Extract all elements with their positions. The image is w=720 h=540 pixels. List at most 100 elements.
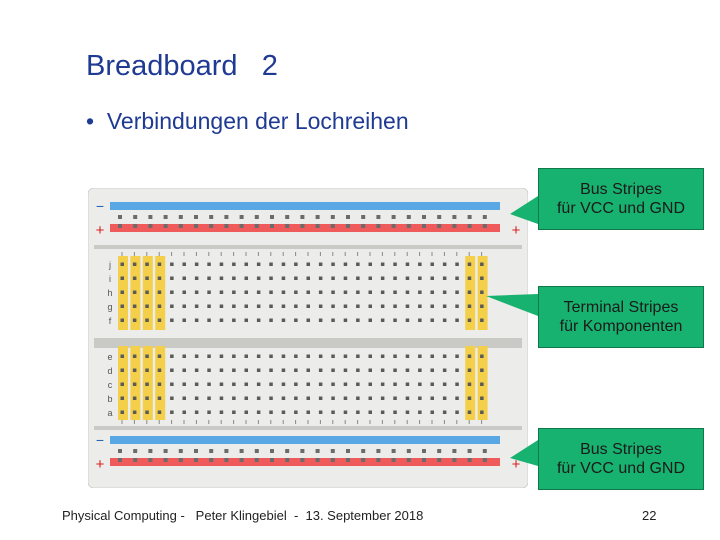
terminal-hole [232, 290, 236, 294]
terminal-hole [455, 290, 459, 294]
terminal-hole [120, 368, 124, 372]
rail-hole [452, 215, 457, 219]
terminal-hole [145, 318, 149, 322]
terminal-hole [269, 382, 273, 386]
callout-terminal-stripes: Terminal Stripes für Komponenten [538, 286, 704, 348]
rail-hole [376, 458, 381, 462]
terminal-hole [318, 368, 323, 372]
callout-line: Terminal Stripes [563, 299, 679, 316]
terminal-hole [455, 262, 459, 266]
rail-hole [163, 215, 168, 219]
terminal-hole [256, 396, 261, 400]
rail-hole [254, 215, 259, 219]
rail-hole [270, 458, 274, 462]
terminal-hole [467, 290, 472, 294]
terminal-hole [182, 290, 186, 294]
terminal-hole [455, 304, 459, 308]
terminal-hole [244, 290, 248, 294]
terminal-hole [294, 354, 298, 358]
rail-hole [224, 224, 229, 228]
terminal-hole [318, 276, 323, 280]
terminal-hole [393, 304, 397, 308]
terminal-hole [331, 262, 335, 266]
column-tick [406, 420, 408, 424]
terminal-hole [120, 318, 124, 322]
column-tick [468, 252, 470, 256]
terminal-hole [120, 262, 124, 266]
terminal-hole [207, 354, 211, 358]
terminal-hole [232, 354, 236, 358]
row-letter: a [107, 408, 112, 418]
terminal-hole [480, 382, 484, 386]
terminal-hole [455, 410, 459, 414]
terminal-hole [294, 318, 298, 322]
column-tick [295, 252, 297, 256]
terminal-hole [170, 276, 174, 280]
terminal-hole [132, 382, 137, 386]
terminal-hole [120, 276, 124, 280]
terminal-hole [343, 410, 348, 414]
terminal-hole [244, 396, 248, 400]
terminal-hole [132, 354, 137, 358]
column-tick [419, 252, 421, 256]
terminal-hole [480, 410, 484, 414]
rail-hole [300, 215, 305, 219]
terminal-hole [194, 354, 199, 358]
column-tick [319, 420, 321, 424]
rail-hole [391, 224, 396, 228]
terminal-hole [368, 396, 372, 400]
terminal-hole [368, 410, 372, 414]
row-letter: d [107, 366, 112, 376]
terminal-hole [405, 262, 410, 266]
terminal-hole [182, 354, 186, 358]
terminal-hole [442, 382, 447, 386]
terminal-hole [120, 354, 124, 358]
callout-bus-stripes-bottom: Bus Stripes für VCC und GND [538, 428, 704, 490]
terminal-hole [207, 410, 211, 414]
terminal-hole [343, 368, 348, 372]
rail-hole [239, 215, 244, 219]
terminal-hole [455, 368, 459, 372]
terminal-hole [132, 276, 137, 280]
terminal-hole [368, 290, 372, 294]
terminal-hole [232, 304, 236, 308]
rail-hole [118, 215, 122, 219]
rail-hole [315, 458, 320, 462]
terminal-hole [281, 304, 286, 308]
terminal-hole [145, 354, 149, 358]
rail-hole [300, 458, 305, 462]
terminal-hole [343, 318, 348, 322]
terminal-hole [356, 410, 360, 414]
terminal-hole [207, 262, 211, 266]
rail-hole [391, 449, 396, 453]
column-tick [369, 420, 371, 424]
terminal-hole [294, 368, 298, 372]
row-letter: b [107, 394, 112, 404]
terminal-hole [269, 354, 273, 358]
terminal-hole [145, 368, 149, 372]
terminal-hole [331, 304, 335, 308]
column-tick [394, 420, 396, 424]
terminal-hole [356, 262, 360, 266]
terminal-hole [356, 382, 360, 386]
terminal-hole [170, 368, 174, 372]
rail-plus-label: + [512, 456, 521, 473]
rail-hole [254, 449, 259, 453]
terminal-hole [442, 396, 447, 400]
terminal-hole [430, 410, 434, 414]
terminal-hole [368, 354, 372, 358]
callout-line: Bus Stripes [580, 181, 662, 198]
terminal-hole [145, 262, 149, 266]
column-tick [481, 252, 483, 256]
terminal-hole [418, 410, 422, 414]
terminal-hole [331, 276, 335, 280]
terminal-hole [380, 304, 385, 308]
column-tick [381, 252, 383, 256]
terminal-hole [405, 304, 410, 308]
terminal-hole [269, 262, 273, 266]
terminal-hole [331, 396, 335, 400]
page-number: 22 [642, 508, 657, 523]
terminal-hole [132, 368, 137, 372]
terminal-hole [182, 382, 186, 386]
